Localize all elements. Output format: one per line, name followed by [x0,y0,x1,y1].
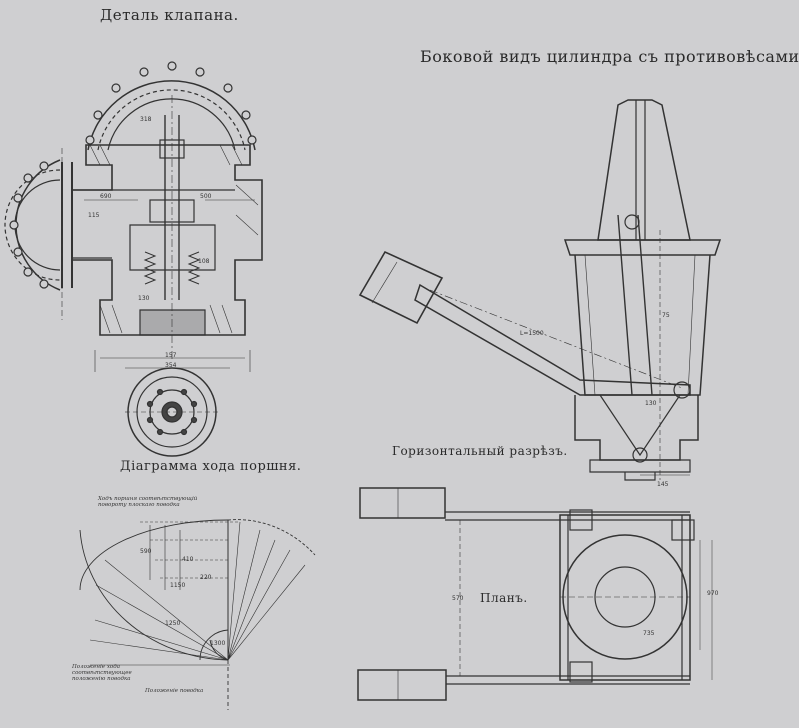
plan-dim-label: 735 [643,630,655,637]
diagram-note-left: Положеніе хода соотвѣтствующее положенію… [72,664,132,682]
diagram-dim-label: 590 [140,548,152,555]
valve-dim-label: 500 [200,193,212,200]
side-view-title: Боковой видъ цилиндра съ противовѣсами. [420,47,799,66]
valve-dim-label: 108 [198,258,210,265]
valve-dim-label: 130 [138,295,150,302]
plan-dim-label: 970 [707,590,719,597]
side-dim-label: L=1500 [520,330,544,337]
plan-title: Планъ. [480,591,528,605]
diagram-dim-label: 1300 [210,640,226,647]
side-dim-label: 75 [662,312,670,319]
plan-drawing [357,487,713,701]
diagram-dim-label: 410 [182,556,194,563]
side-view-drawing [358,99,722,481]
valve-detail-title: Деталь клапана. [100,6,239,24]
valve-dim-label: 157 [165,352,177,359]
diagram-dim-label: 220 [200,574,212,581]
valve-dim-label: 354 [165,362,177,369]
side-dim-label: 145 [657,481,669,488]
diagram-dim-label: 1150 [170,582,186,589]
side-dim-label: 130 [645,400,657,407]
piston-diagram-drawing [79,519,316,710]
plan-dim-label: 570 [452,595,464,602]
valve-dim-label: 318 [140,116,152,123]
horizontal-section-title: Горизонтальный разрѣзъ. [392,444,568,458]
valve-detail-drawing [4,61,263,457]
valve-dim-label: 690 [100,193,112,200]
diagram-dim-label: 1250 [165,620,181,627]
piston-diagram-title: Діаграмма хода поршня. [120,459,302,474]
diagram-note-bottom: Положеніе поводка [145,688,204,694]
diagram-note-top: Ходъ поршня соотвѣтствующій повороту пло… [98,496,198,508]
valve-dim-label: 115 [88,212,100,219]
